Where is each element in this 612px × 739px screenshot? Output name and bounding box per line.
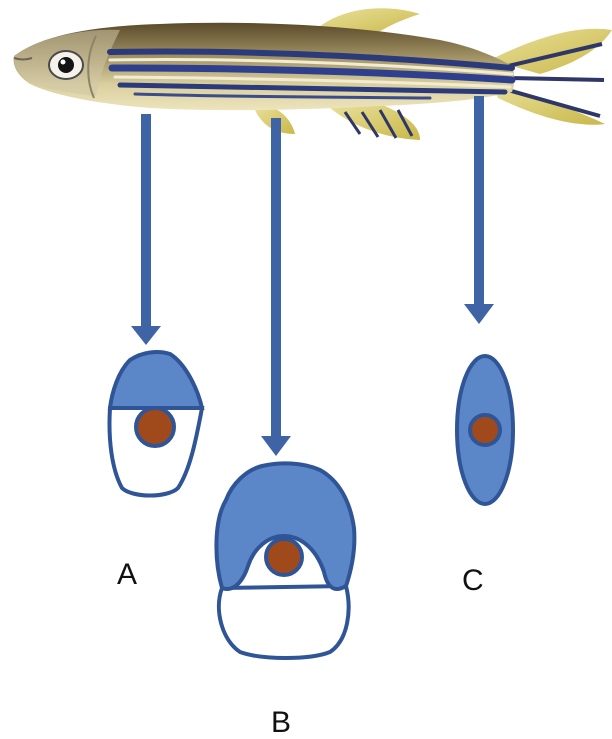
arrow-to-section-b <box>261 118 291 456</box>
arrow-to-section-c <box>464 96 494 324</box>
cross-section-b <box>216 463 354 658</box>
arrow-to-section-a <box>131 114 161 345</box>
section-label-c: C <box>462 566 484 596</box>
fish-eye <box>49 51 83 79</box>
cross-section-a <box>110 352 203 496</box>
section-c-notochord <box>470 415 500 445</box>
section-b-notochord <box>266 539 302 575</box>
section-b-outline <box>219 586 349 658</box>
section-label-b: B <box>271 708 291 738</box>
zebrafish-icon <box>14 8 612 140</box>
section-label-a: A <box>117 560 137 590</box>
section-a-dorsal-tissue <box>110 352 202 408</box>
section-a-notochord <box>136 408 174 446</box>
cross-section-c <box>457 356 513 504</box>
